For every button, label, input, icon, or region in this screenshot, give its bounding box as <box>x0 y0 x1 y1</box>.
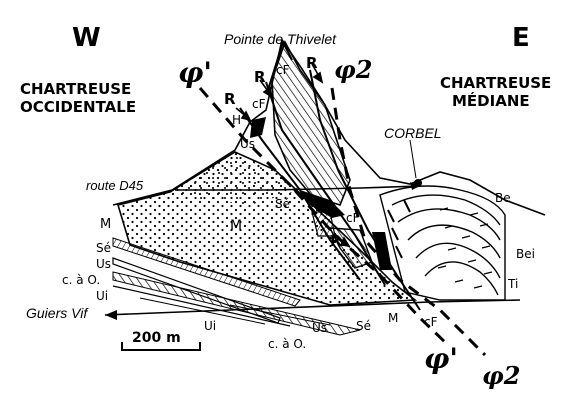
upper-stipple <box>170 152 300 205</box>
unit-bei: Bei <box>516 247 535 261</box>
unit-m-bottom: M <box>388 311 398 325</box>
unit-m-left: M <box>100 217 111 232</box>
fault-phi-prime-line <box>198 87 450 347</box>
reverse-fault-r3 <box>309 69 421 311</box>
limestone-ticks <box>437 207 493 289</box>
unit-se-left: Sé <box>96 241 111 255</box>
reverse-label-1: R <box>224 90 236 108</box>
basal-layer-se <box>112 237 301 307</box>
black-wedge-h <box>250 117 266 138</box>
unit-ui-mid: Ui <box>318 199 330 213</box>
unit-cf-mid: cF <box>346 211 360 225</box>
road-arrowhead <box>410 182 420 190</box>
unit-cf-top: cF <box>276 63 290 77</box>
reverse-fault-r1 <box>239 107 361 281</box>
unit-m-mid: M <box>230 218 242 234</box>
stratum-line <box>112 285 291 327</box>
corbel-fold <box>397 208 501 241</box>
corbel-fold <box>391 194 501 226</box>
unit-cf-left: cF <box>252 97 266 111</box>
river-label: Guiers Vif <box>26 305 89 321</box>
stratum-line <box>229 304 331 326</box>
fault-phi-prime-top: φ' <box>178 56 212 89</box>
fault-phi2-bottom: φ2 <box>482 361 520 390</box>
east-label: E <box>512 23 530 53</box>
reverse-label-4: R <box>330 232 342 250</box>
unit-us-upper: Us <box>240 137 255 151</box>
river-arrowhead <box>105 310 117 320</box>
reverse-label-3: R <box>306 54 318 72</box>
unit-h: H <box>232 113 241 127</box>
reverse-arrows <box>235 63 351 248</box>
unit-ti: Ti <box>507 277 518 291</box>
scale-label: 200 m <box>132 330 181 346</box>
unit-se-bottom: Sé <box>356 319 371 333</box>
river-guiers-vif-line <box>104 301 431 316</box>
unit-be: Be <box>495 191 511 205</box>
corbel-leader <box>409 139 417 179</box>
summit-label: Pointe de Thivelet <box>224 31 337 47</box>
fault-phi-prime-bottom: φ' <box>424 342 458 375</box>
unit-cao-bottom: c. à O. <box>268 337 306 351</box>
region-east-line2: MÉDIANE <box>452 91 530 110</box>
corbel-fold <box>424 261 499 296</box>
fault-slice <box>300 190 345 218</box>
unit-us-left: Us <box>96 257 111 271</box>
corbel-fold <box>407 224 501 259</box>
unit-se-upper: Sé <box>275 197 290 211</box>
region-west-line2: OCCIDENTALE <box>20 98 136 116</box>
unit-us-bottom: Us <box>312 321 327 335</box>
corbel-label: CORBEL <box>384 125 442 141</box>
unit-ui-left: Ui <box>96 289 108 303</box>
unit-cao-left: c. à O. <box>62 273 100 287</box>
reverse-label-2: R <box>254 68 266 86</box>
river-ground <box>429 299 521 303</box>
road-label: route D45 <box>86 178 144 193</box>
unit-ui-bottom: Ui <box>204 319 216 333</box>
scale-bar <box>121 342 201 351</box>
reverse-fault-r2 <box>265 81 386 286</box>
corbel-point <box>414 179 422 187</box>
fault-phi2-top: φ2 <box>334 55 372 84</box>
corbel-face-hachure <box>387 199 411 259</box>
basal-layer-ui <box>112 271 361 336</box>
corbel-fold-outer <box>379 185 506 301</box>
west-label: W <box>72 23 101 53</box>
unit-cf-bottom: cF <box>424 315 438 329</box>
region-east-line1: CHARTREUSE <box>440 74 551 92</box>
topographic-surface <box>112 38 546 216</box>
region-west-line1: CHARTREUSE <box>20 80 131 98</box>
road-d45-line <box>175 185 421 191</box>
corbel-fold <box>415 242 501 279</box>
